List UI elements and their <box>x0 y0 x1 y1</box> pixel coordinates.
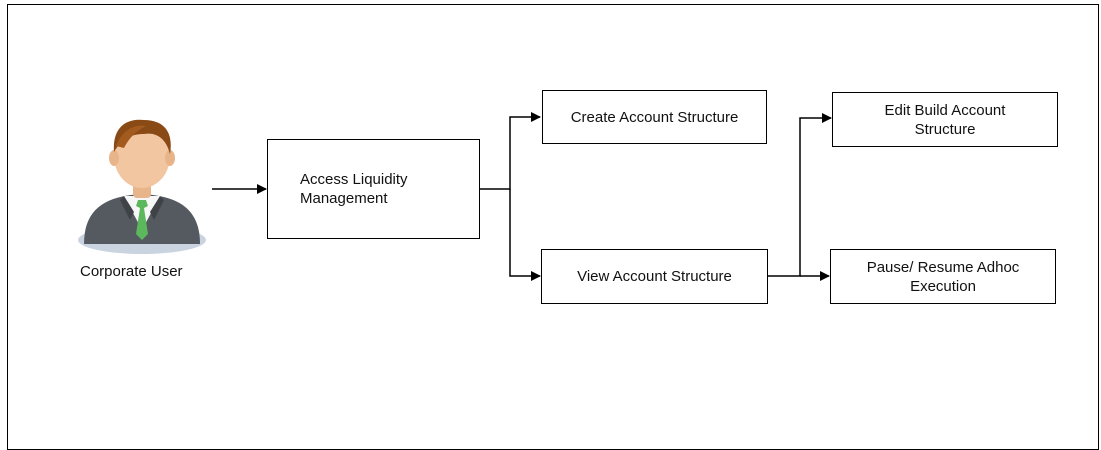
create-account-structure-label: Create Account Structure <box>570 108 739 126</box>
view-account-structure-box: View Account Structure <box>541 249 768 304</box>
access-liquidity-management-box: Access Liquidity Management <box>267 139 480 239</box>
pause-resume-adhoc-execution-box: Pause/ Resume Adhoc Execution <box>830 249 1056 304</box>
edge-view-to-edit <box>767 113 832 277</box>
edge-access-to-view <box>509 189 541 281</box>
edit-build-account-structure-label: Edit Build Account Structure <box>884 101 1006 138</box>
create-account-structure-box: Create Account Structure <box>542 90 767 144</box>
corporate-user-label: Corporate User <box>80 263 183 280</box>
access-liquidity-management-label: Access Liquidity Management <box>300 171 408 207</box>
edit-build-account-structure-box: Edit Build Account Structure <box>832 92 1058 147</box>
view-account-structure-label: View Account Structure <box>577 268 732 285</box>
edge-access-to-create <box>480 112 541 190</box>
pause-resume-adhoc-execution-label: Pause/ Resume Adhoc Execution <box>866 258 1020 295</box>
corporate-user-icon <box>78 119 206 254</box>
